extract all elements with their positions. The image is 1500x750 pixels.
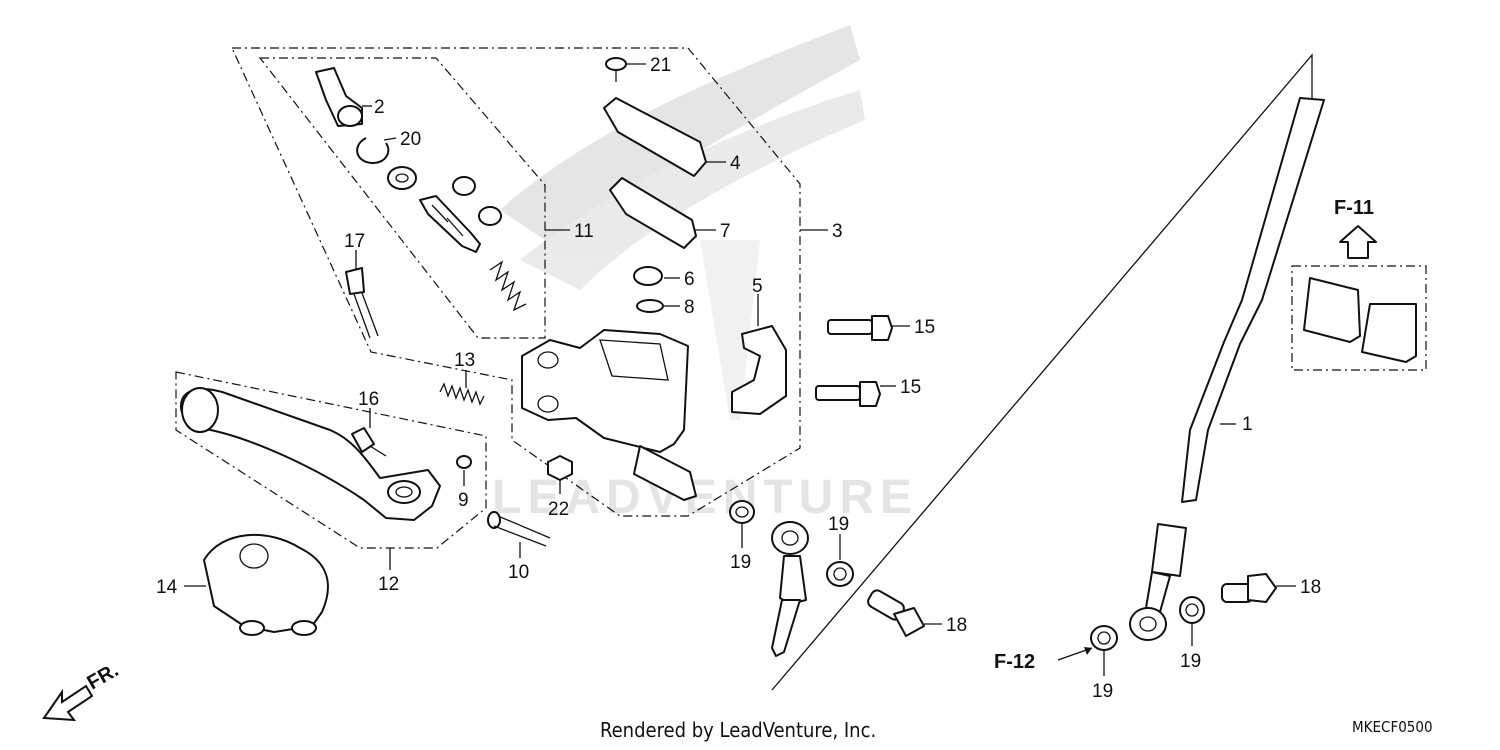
callout-15-upper: 15 [914, 317, 935, 338]
part-19-washer-a-hole [735, 506, 749, 518]
part-13-spring [439, 382, 485, 406]
callout-18-left: 18 [946, 615, 967, 636]
banjo-fitting-left [771, 521, 809, 657]
callout-15-lower: 15 [900, 377, 921, 398]
part-18-bolt-left [867, 589, 925, 637]
callout-20: 20 [400, 129, 421, 150]
f11-clamp-part-b [1361, 303, 1417, 363]
part-10-pivot-bolt [487, 511, 551, 547]
callout-22: 22 [548, 499, 569, 520]
callout-19-d: 19 [1180, 651, 1201, 672]
callout-2: 2 [374, 97, 385, 118]
callout-8: 8 [684, 297, 695, 318]
callout-16: 16 [358, 389, 379, 410]
part-19-washer-d-hole [1185, 603, 1199, 617]
f11-inset-box [1291, 265, 1427, 371]
callout-7: 7 [720, 221, 731, 242]
rendered-by-credit: Rendered by LeadVenture, Inc. [600, 718, 877, 742]
callout-5: 5 [752, 276, 763, 297]
piston-spring [489, 260, 527, 312]
f11-clamp-part-a [1303, 277, 1361, 343]
part-19-washer-b [826, 561, 854, 587]
master-cylinder-body [521, 329, 697, 501]
part-15-bolt-lower [815, 381, 881, 407]
callout-6: 6 [684, 269, 695, 290]
part-21-screw [605, 57, 627, 82]
callout-19-a: 19 [730, 552, 751, 573]
part-8-ring [636, 299, 664, 313]
piston-cup-upper [452, 176, 476, 196]
part-7-plate [609, 177, 697, 249]
hose-outline-line [771, 53, 1313, 691]
front-direction-arrow [42, 684, 94, 722]
part-19-washer-c [1090, 625, 1118, 651]
part-2-boot [315, 67, 363, 127]
front-direction-label: FR. [84, 659, 123, 694]
part-22-nut [547, 455, 573, 481]
part-19-washer-a [729, 500, 755, 524]
callout-17: 17 [344, 231, 365, 252]
callout-21: 21 [650, 55, 671, 76]
part-16-bolt [351, 427, 387, 457]
callout-9: 9 [458, 490, 469, 511]
piston-cup-lower [478, 206, 502, 226]
washer-part [387, 166, 417, 190]
piston-part [419, 195, 481, 253]
callout-4: 4 [730, 153, 741, 174]
ref-f12-label: F-12 [994, 651, 1035, 673]
f12-arrowhead [1084, 647, 1092, 655]
assembly-outline-11 [258, 57, 546, 339]
callout-19-c: 19 [1092, 681, 1113, 702]
callout-10: 10 [508, 562, 529, 583]
part-19-washer-d [1179, 596, 1205, 624]
callout-14: 14 [156, 577, 178, 598]
callout-1: 1 [1242, 414, 1253, 435]
callout-3: 3 [832, 221, 843, 242]
part-19-washer-b-hole [833, 567, 847, 581]
assembly-outline-12 [175, 371, 487, 549]
callout-13: 13 [454, 350, 475, 371]
part-9-clip [456, 455, 472, 469]
washer-hole [395, 173, 409, 183]
part-18-bolt-right [1221, 573, 1277, 603]
part-5-clamp [731, 325, 787, 415]
drawing-code: MKECF0500 [1352, 718, 1433, 736]
callout-12: 12 [378, 574, 399, 595]
callout-leaders [184, 63, 1296, 676]
part-15-bolt-upper [827, 315, 893, 341]
part-20-circlip [356, 137, 390, 164]
callout-11: 11 [574, 221, 594, 242]
ref-f11-label: F-11 [1334, 197, 1374, 219]
part-17-bolt [345, 267, 379, 339]
part-14-lever-cover [203, 533, 329, 636]
part-1-brake-hose [1129, 97, 1325, 641]
part-12-brake-lever [180, 387, 441, 521]
f11-up-arrow [1339, 225, 1377, 259]
callout-19-b: 19 [828, 514, 849, 535]
callout-18-right: 18 [1300, 577, 1321, 598]
part-19-washer-c-hole [1097, 631, 1111, 645]
part-6-float [633, 266, 663, 286]
